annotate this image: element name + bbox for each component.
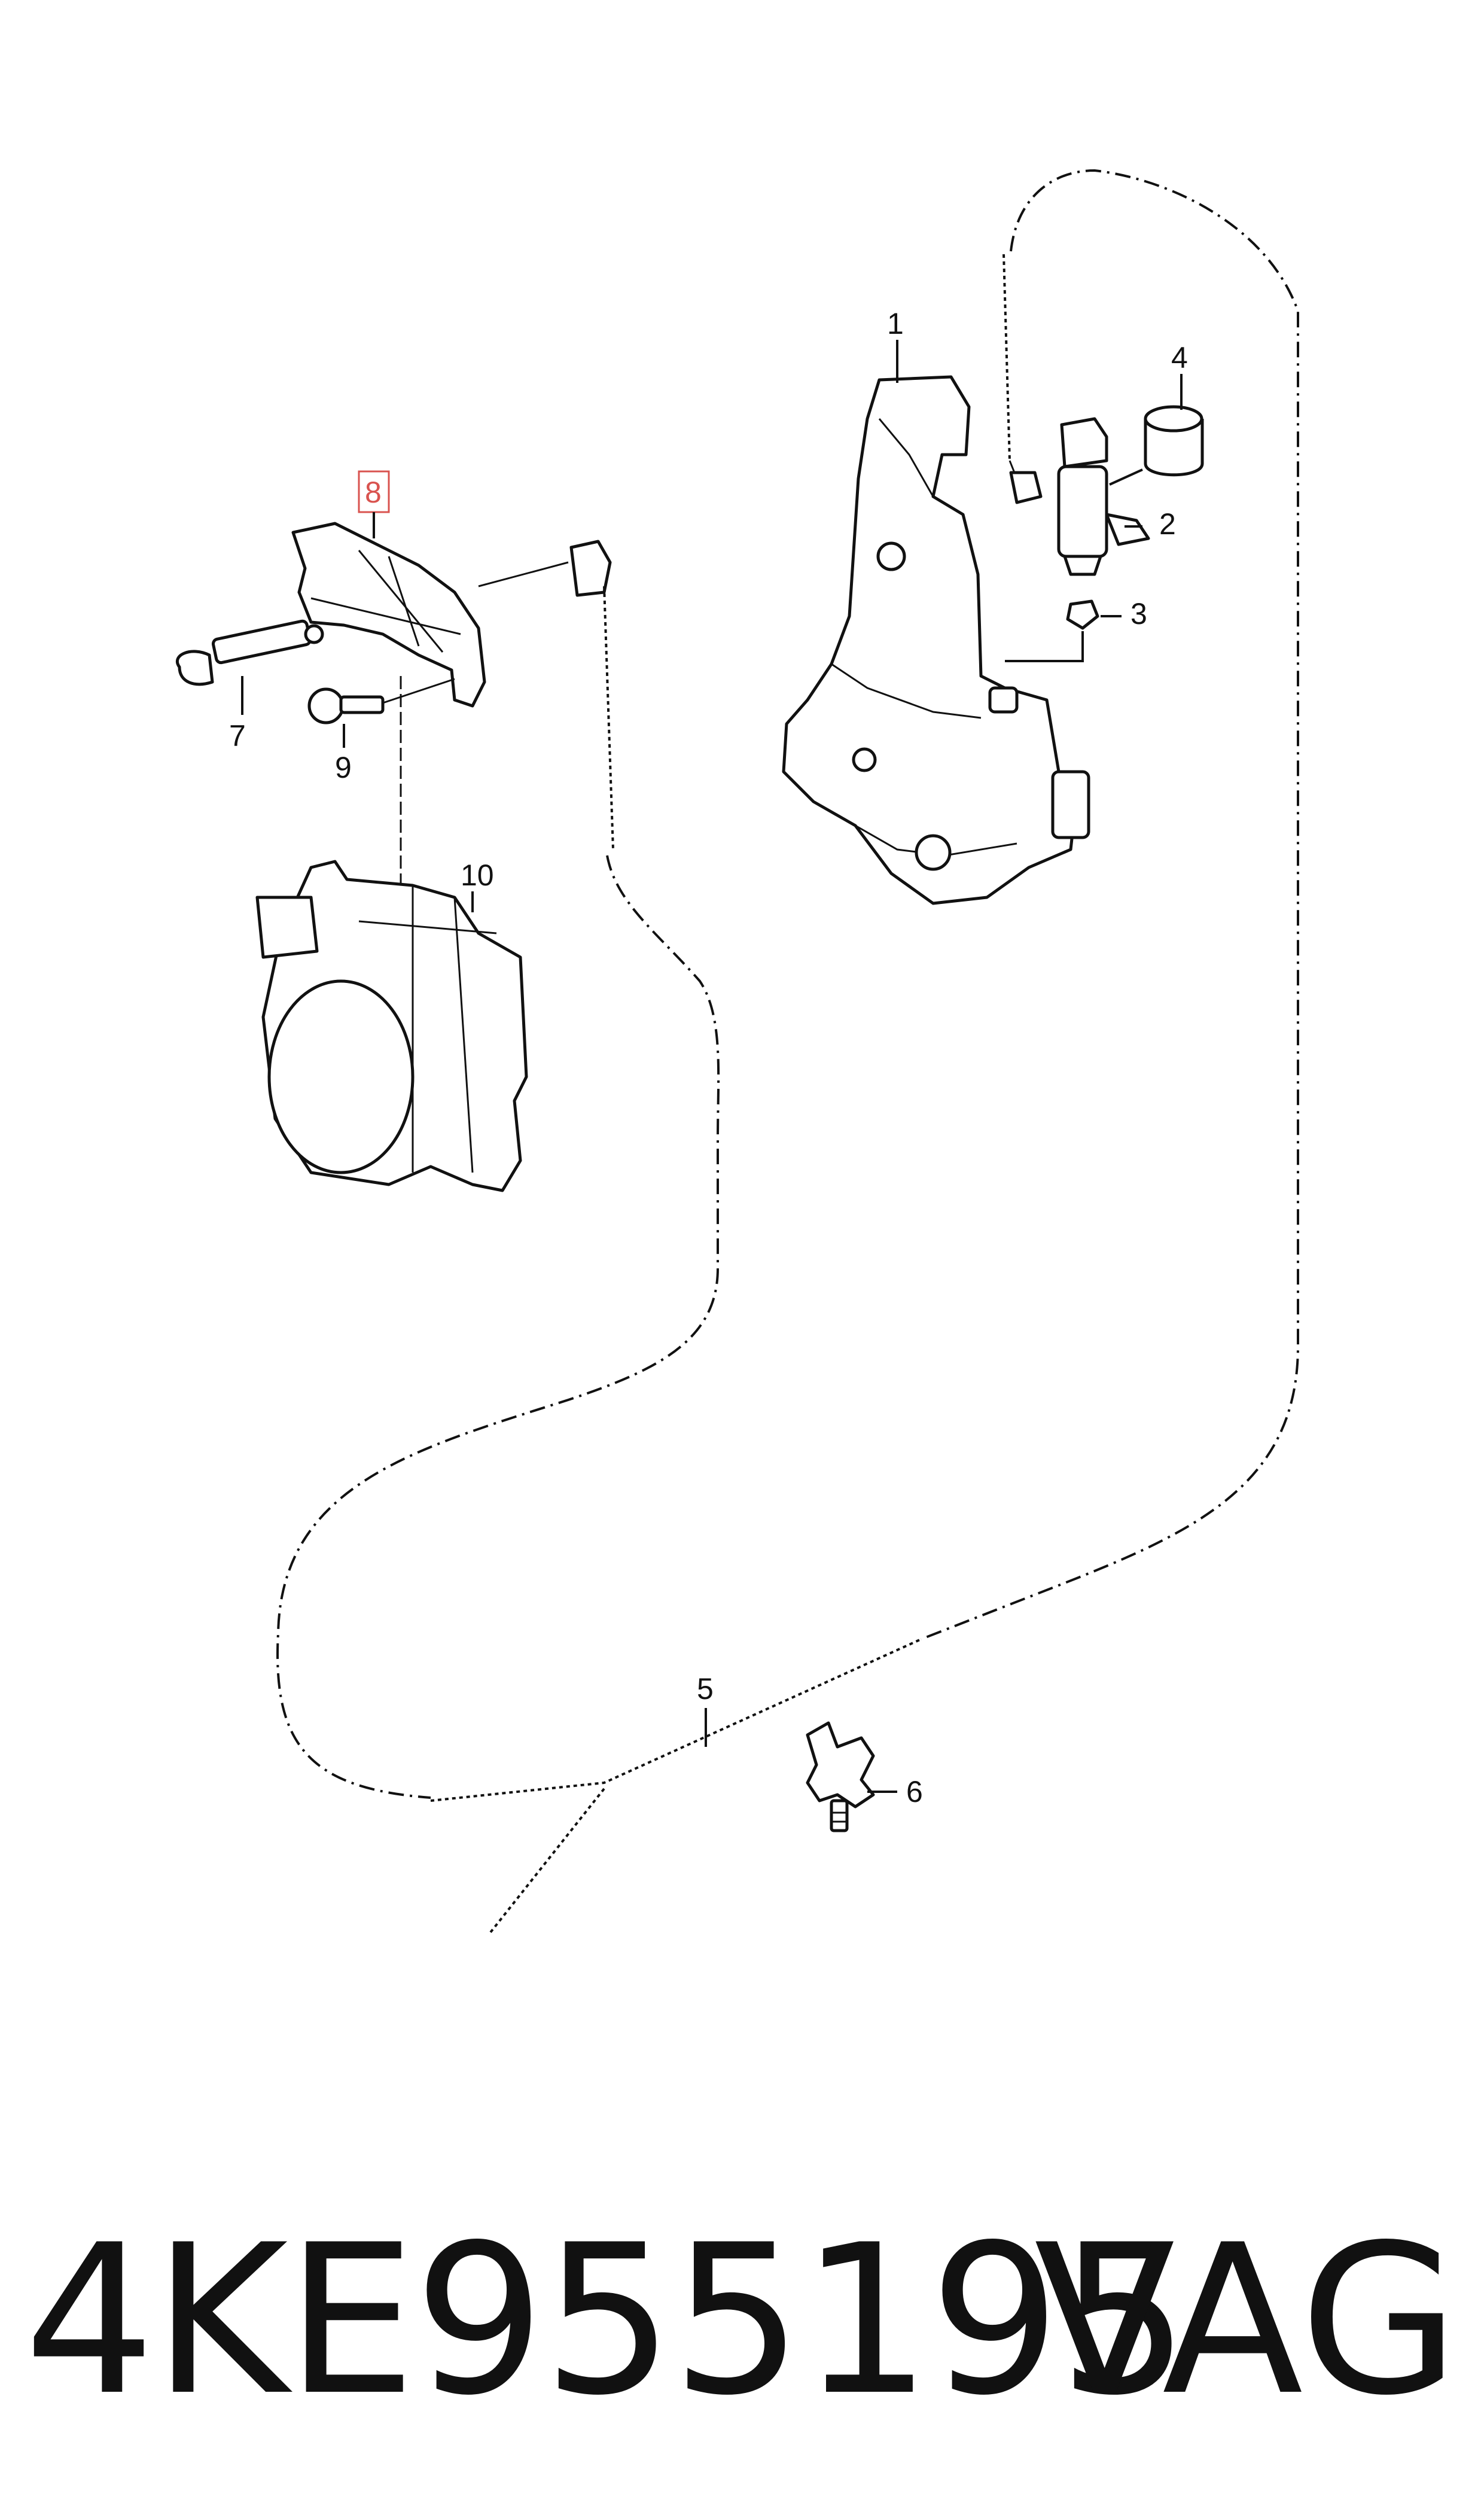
callout-9: 9 xyxy=(335,751,352,784)
cable-route-right xyxy=(921,169,1299,1640)
callout-6: 6 xyxy=(906,1775,923,1808)
callout-2: 2 xyxy=(1159,507,1176,541)
washer-pump xyxy=(1009,417,1150,576)
radar-sensor xyxy=(255,860,528,1192)
cable-route-left xyxy=(276,855,720,1799)
mounting-bracket xyxy=(291,522,486,708)
pump-hose-upper xyxy=(1002,254,1018,479)
callout-7: 7 xyxy=(229,719,246,753)
leader-4-link xyxy=(1109,468,1143,486)
washer-reservoir xyxy=(782,375,1090,905)
part-number: 4KE955195 xyxy=(24,2201,1190,2441)
callout-8: 8 xyxy=(365,476,382,509)
cable-clip xyxy=(806,1721,875,1832)
seal-ring xyxy=(1144,405,1204,477)
footer: 4KE955195 VAG xyxy=(24,2202,1459,2453)
guide-pin xyxy=(176,619,324,686)
sensor-cable xyxy=(478,540,614,850)
callout-10: 10 xyxy=(461,858,494,892)
pump-grommet xyxy=(1066,599,1099,630)
callout-1: 1 xyxy=(887,307,904,340)
callout-3: 3 xyxy=(1130,597,1147,631)
bracket-screw xyxy=(307,678,455,724)
wiring-harness xyxy=(430,1638,922,1934)
callout-4: 4 xyxy=(1171,341,1188,374)
brand-name: VAG xyxy=(1034,2201,1459,2441)
callout-5: 5 xyxy=(697,1672,714,1706)
leader-3-link xyxy=(1005,631,1084,662)
